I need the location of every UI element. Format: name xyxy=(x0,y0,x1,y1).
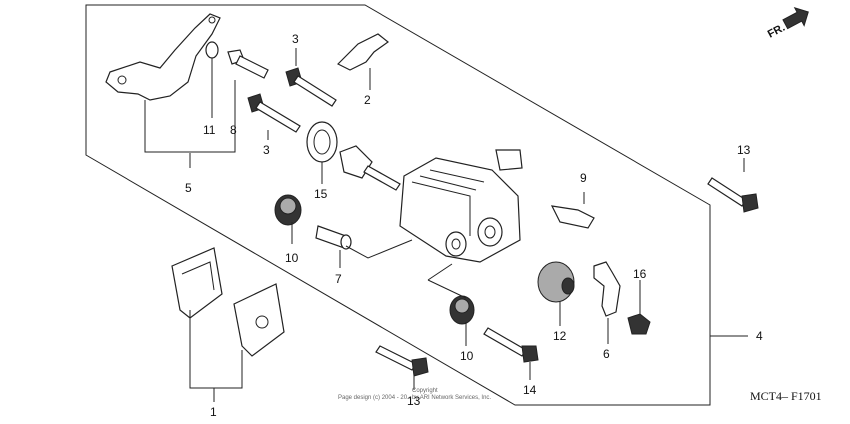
pad-pin-upper xyxy=(285,67,337,107)
diagram-code: MCT4– F1701 xyxy=(750,389,822,403)
callout-5: 5 xyxy=(185,181,192,195)
leader-lines xyxy=(144,48,748,402)
bracket-hole xyxy=(208,16,216,24)
callout-13b: 13 xyxy=(407,394,421,408)
bleeder-valve xyxy=(550,205,595,229)
pad-clip xyxy=(336,33,389,71)
hose-bracket xyxy=(593,261,621,317)
callout-6: 6 xyxy=(603,347,610,361)
callout-2: 2 xyxy=(364,93,371,107)
brake-pad-right xyxy=(233,283,285,357)
callout-9: 9 xyxy=(580,171,587,185)
callout-3a: 3 xyxy=(292,32,299,46)
callout-4: 4 xyxy=(756,329,763,343)
front-direction-arrow: FR. xyxy=(766,7,809,41)
caliper-bracket xyxy=(105,13,221,101)
callout-16: 16 xyxy=(633,267,647,281)
piston-seal xyxy=(306,121,338,163)
flange-bolt-13-upper xyxy=(707,177,759,213)
dust-boot xyxy=(537,261,575,303)
callout-1: 1 xyxy=(210,405,217,419)
callout-15: 15 xyxy=(314,187,328,201)
boot-upper xyxy=(274,194,302,226)
caliper-body xyxy=(399,149,523,263)
flange-bolt-13-lower xyxy=(375,345,429,377)
callout-10a: 10 xyxy=(285,251,299,265)
front-direction-label: FR. xyxy=(766,22,787,41)
arrow-icon xyxy=(782,7,809,30)
slide-pin xyxy=(315,225,352,250)
callout-11: 11 xyxy=(203,123,216,137)
callout-7: 7 xyxy=(335,272,342,286)
callout-13a: 13 xyxy=(737,143,751,157)
callout-12: 12 xyxy=(553,329,567,343)
lock-nut xyxy=(627,313,651,335)
brake-pad-left xyxy=(171,247,223,319)
assembly-outline xyxy=(85,4,711,406)
flange-bolt-14 xyxy=(483,327,539,363)
callout-8: 8 xyxy=(230,123,237,137)
pad-pin-lower xyxy=(247,93,301,133)
callout-3b: 3 xyxy=(263,143,270,157)
piston xyxy=(339,145,401,191)
copyright-line2: Page design (c) 2004 - 20.. by ARI Netwo… xyxy=(338,395,491,401)
bracket-hole xyxy=(117,75,127,85)
boot-lower xyxy=(449,295,475,325)
callout-10b: 10 xyxy=(460,349,474,363)
caliper-bolt xyxy=(227,49,269,79)
callout-14: 14 xyxy=(523,383,537,397)
copyright-line1: Copyright xyxy=(412,388,438,394)
boot-ring xyxy=(205,41,219,59)
